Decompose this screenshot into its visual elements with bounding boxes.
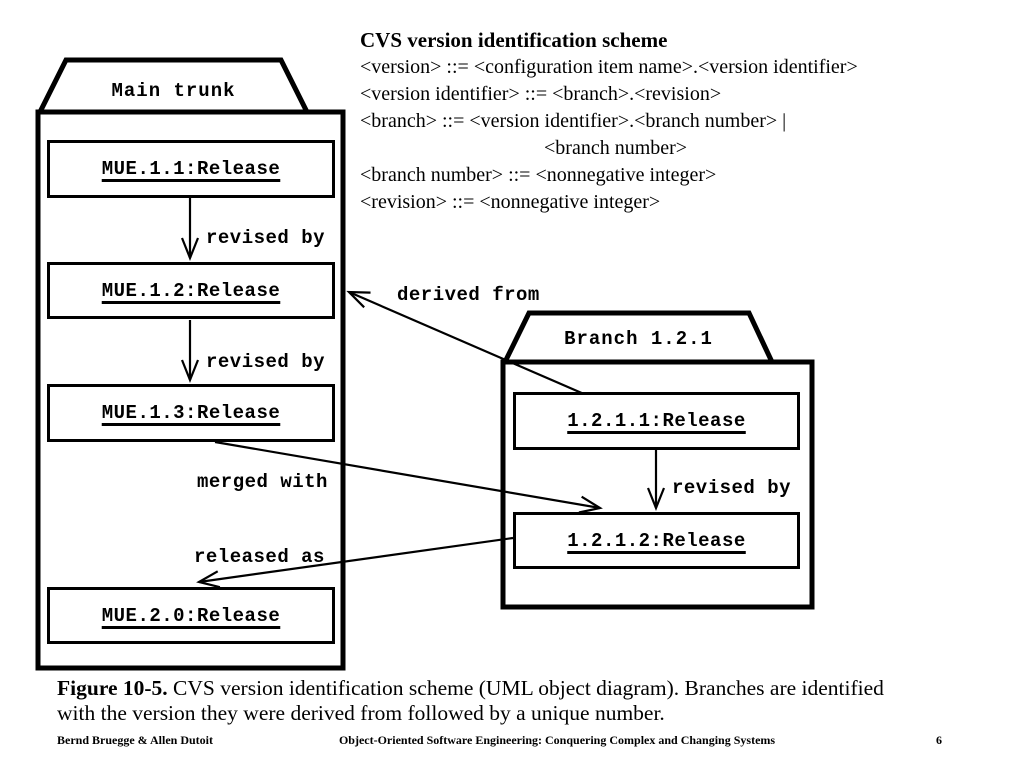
edge-label-merged-with: merged with: [197, 471, 328, 493]
released-as-arrow: [196, 536, 514, 589]
grammar-line: <branch number> ::= <nonnegative integer…: [360, 164, 717, 186]
edge-label-revised-by-branch: revised by: [672, 477, 792, 499]
object-name: MUE.2.0:Release: [101, 604, 281, 627]
grammar-title: CVS version identification scheme: [360, 28, 668, 52]
object-box-mue-1-1: MUE.1.1:Release: [47, 140, 335, 198]
object-box-mue-1-3: MUE.1.3:Release: [47, 384, 335, 442]
footer-page-number: 6: [936, 733, 942, 747]
derived-from-arrow: [346, 290, 585, 396]
object-box-mue-1-2: MUE.1.2:Release: [47, 262, 335, 319]
figure-caption-label: Figure 10-5.: [57, 676, 168, 700]
object-name: MUE.1.2:Release: [101, 279, 281, 302]
object-box-mue-2-0: MUE.2.0:Release: [47, 587, 335, 644]
grammar-line: <branch> ::= <version identifier>.<branc…: [360, 110, 787, 132]
footer-authors: Bernd Bruegge & Allen Dutoit: [57, 733, 213, 747]
grammar-line: <branch number>: [544, 137, 688, 159]
figure-caption: Figure 10-5. CVS version identification …: [57, 676, 1007, 726]
grammar-line: <version> ::= <configuration item name>.…: [360, 56, 858, 78]
edge-label-revised-by-1: revised by: [206, 227, 326, 249]
branch-package-name: Branch 1.2.1: [564, 328, 713, 350]
merged-with-arrow: [214, 440, 603, 514]
edge-label-revised-by-2: revised by: [206, 351, 326, 373]
object-box-1-2-1-2: 1.2.1.2:Release: [513, 512, 800, 569]
object-name: MUE.1.1:Release: [101, 158, 281, 180]
footer-book-title: Object-Oriented Software Engineering: Co…: [338, 733, 776, 747]
figure-caption-line1: CVS version identification scheme (UML o…: [167, 676, 884, 700]
object-name: 1.2.1.1:Release: [567, 410, 746, 432]
edge-label-released-as: released as: [194, 546, 325, 568]
object-box-1-2-1-1: 1.2.1.1:Release: [513, 392, 800, 450]
grammar-line: <revision> ::= <nonnegative integer>: [360, 191, 661, 213]
object-name: 1.2.1.2:Release: [567, 529, 746, 552]
object-name: MUE.1.3:Release: [101, 402, 281, 424]
figure-caption-line2: with the version they were derived from …: [57, 701, 665, 725]
grammar-block: CVS version identification scheme <versi…: [360, 27, 858, 216]
main-trunk-package-name: Main trunk: [111, 80, 236, 102]
edge-label-derived-from: derived from: [397, 284, 540, 306]
grammar-line: <version identifier> ::= <branch>.<revis…: [360, 83, 722, 105]
